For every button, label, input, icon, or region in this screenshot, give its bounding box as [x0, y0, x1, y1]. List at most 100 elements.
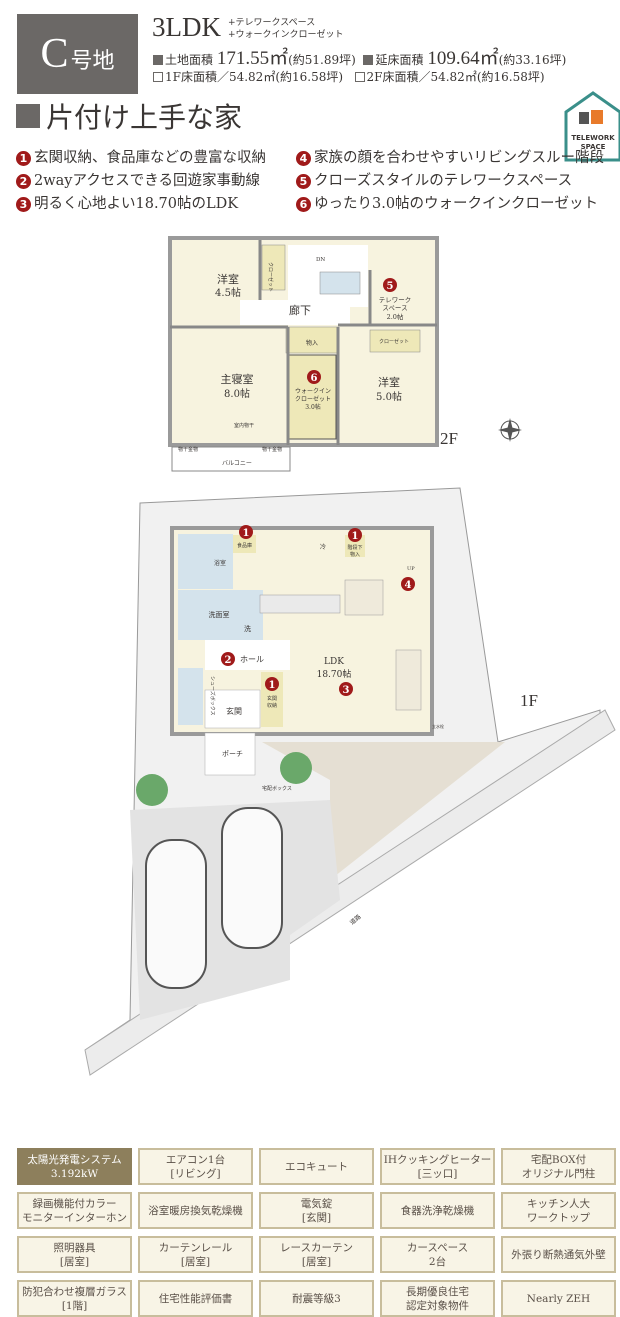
room-label: 洋室 [378, 375, 400, 389]
storage-label: 物入 [306, 339, 318, 347]
number-badge [383, 278, 397, 292]
option-text: [リビング] [170, 1167, 221, 1180]
car-icon [145, 839, 207, 989]
closet-label: クローゼット [267, 262, 274, 292]
option-item: 宅配BOX付オリジナル門柱 [501, 1148, 616, 1185]
floor-area: 109.64㎡ [427, 48, 499, 69]
option-item: エコキュート [259, 1148, 374, 1185]
room-label: ホール [240, 655, 264, 664]
floor-plans: 洋室 4.5帖 クローゼット 廊下 DN 5 テレワーク スペース 2.0帖 物… [84, 236, 616, 1076]
label: ポーチ [222, 750, 243, 758]
room-label: 洗面室 [209, 610, 230, 619]
option-text: 録画機能付カラー [32, 1197, 117, 1210]
option-item: 耐震等級3 [259, 1280, 374, 1317]
option-text: カースペース [406, 1241, 469, 1254]
feature-text: 明るく心地よい18.70帖のLDK [34, 196, 239, 212]
feature-text: ゆったり3.0帖のウォークインクローゼット [314, 196, 599, 212]
road-label: 道路 [348, 913, 362, 927]
option-text: 電気錠 [300, 1197, 333, 1210]
stairs-label: DN [316, 257, 325, 263]
option-item: 電気錠[玄関] [259, 1192, 374, 1229]
number-badge: 5 [296, 174, 311, 189]
room-label: 洋室 [217, 272, 239, 286]
label: 冷 [320, 543, 326, 551]
room-label: LDK [324, 657, 344, 667]
option-text: エアコン1台 [165, 1153, 226, 1166]
option-text: ワークトップ [527, 1211, 590, 1224]
land-tsubo: (約51.89坪) [288, 53, 356, 67]
label: 物干金物 [262, 446, 282, 453]
label: シューズボックス [209, 676, 216, 716]
room-label: 浴室 [214, 559, 226, 567]
option-text: [居室] [301, 1255, 332, 1268]
square-outline-icon [153, 72, 163, 82]
label: 物入 [350, 551, 360, 558]
label: UP [407, 566, 415, 572]
extra-1: +テレワークスペース [228, 18, 316, 28]
option-text: [玄関] [301, 1211, 332, 1224]
option-text: オリジナル門柱 [521, 1167, 596, 1180]
option-text: IHクッキングヒーター [383, 1153, 492, 1166]
option-item: レースカーテン[居室] [259, 1236, 374, 1273]
badge-line2: SPACE [581, 143, 606, 151]
option-text: 食器洗浄乾燥機 [400, 1204, 475, 1217]
label: 宅配ボックス [262, 785, 292, 792]
room-label: 食品庫 [237, 542, 252, 549]
hall-label: 廊下 [289, 303, 311, 317]
floor-tsubo: (約33.16坪) [498, 53, 567, 67]
number-badge-text: 6 [311, 373, 318, 384]
number-badge: 4 [296, 151, 311, 166]
label: 物干金物 [178, 446, 198, 453]
number-badge-text: 1 [243, 528, 250, 539]
feature-text: クローズスタイルのテレワークスペース [314, 173, 573, 189]
feature-text: 玄関収納、食品庫などの豊富な収納 [34, 150, 266, 166]
room-label: ウォークイン [295, 387, 331, 395]
option-text: 3.192kW [50, 1167, 99, 1180]
lot-suffix: 号地 [70, 49, 115, 74]
number-badge-text: 5 [387, 281, 394, 292]
area-row: 土地面積 171.55㎡(約51.89坪) 延床面積 109.64㎡(約33.1… [153, 43, 566, 70]
extra-2: +ウォークインクローゼット [228, 30, 344, 40]
number-badge-text: 4 [405, 580, 412, 591]
room-label: 玄関 [226, 706, 242, 716]
number-badge-text: 3 [343, 685, 350, 696]
label: 階段下 [347, 544, 362, 551]
layout-type: 3LDK [152, 12, 221, 42]
room-label: テレワーク [379, 296, 412, 304]
option-text: カーテンレール [158, 1241, 233, 1254]
label: 立水栓 [432, 723, 444, 729]
option-text: 照明器具 [53, 1241, 96, 1254]
option-text: エコキュート [285, 1160, 348, 1173]
option-text: Nearly ZEH [526, 1292, 591, 1305]
closet-label: クローゼット [379, 338, 409, 345]
option-text: [居室] [180, 1255, 211, 1268]
label: 洗 [244, 624, 251, 633]
tree-icon [136, 774, 168, 806]
chair-icon [579, 112, 589, 124]
square-outline-icon [354, 72, 365, 82]
option-text: 防犯合わせ複層ガラス [22, 1285, 127, 1298]
option-text: 住宅性能評価書 [158, 1292, 233, 1305]
option-item: エアコン1台[リビング] [138, 1148, 253, 1185]
square-icon [363, 55, 374, 65]
land-area: 171.55㎡ [216, 48, 289, 69]
room-size: 4.5帖 [215, 286, 241, 299]
square-icon [153, 55, 163, 65]
number-badges-1f: 1 1 1 2 3 4 [221, 525, 415, 696]
option-item: 照明器具[居室] [17, 1236, 132, 1273]
option-text: [三ッ口] [417, 1167, 458, 1180]
page-title: 片付け上手な家 [16, 96, 242, 136]
option-text: レースカーテン [280, 1241, 353, 1254]
room-size: 2.0帖 [387, 312, 404, 321]
option-item: 外張り断熱通気外壁 [501, 1236, 616, 1273]
number-badge: 2 [16, 174, 31, 189]
option-item: 長期優良住宅認定対象物件 [380, 1280, 495, 1317]
option-item: 防犯合わせ複層ガラス[1階] [17, 1280, 132, 1317]
